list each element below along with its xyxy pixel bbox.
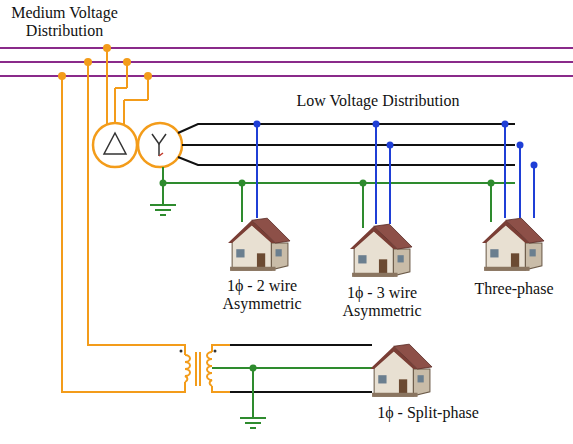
diagram-label: Three-phase	[459, 280, 569, 298]
diagram-label: Low Voltage Distribution	[268, 92, 488, 110]
delta-symbol	[104, 133, 126, 154]
neutral-dots	[160, 180, 495, 187]
house-icon	[350, 224, 412, 277]
phase-dots	[254, 121, 538, 169]
lv-lines	[178, 124, 515, 165]
mv-taps	[62, 48, 185, 392]
diagram-label: Medium Voltage Distribution	[2, 4, 127, 40]
diagram-label: 1ϕ - 2 wire Asymmetric	[212, 277, 312, 313]
split-neutral	[212, 368, 372, 428]
diagram-label: 1ϕ - Split-phase	[353, 404, 503, 422]
neutral-lines	[150, 167, 515, 228]
mv-lines	[0, 48, 573, 76]
house-icon	[482, 218, 544, 271]
diagram-label: 1ϕ - 3 wire Asymmetric	[332, 284, 432, 320]
tap-dots	[58, 44, 152, 80]
house-icon	[370, 344, 432, 397]
phase-taps	[257, 124, 534, 224]
wye-symbol	[152, 134, 166, 156]
house-icon	[228, 218, 290, 271]
